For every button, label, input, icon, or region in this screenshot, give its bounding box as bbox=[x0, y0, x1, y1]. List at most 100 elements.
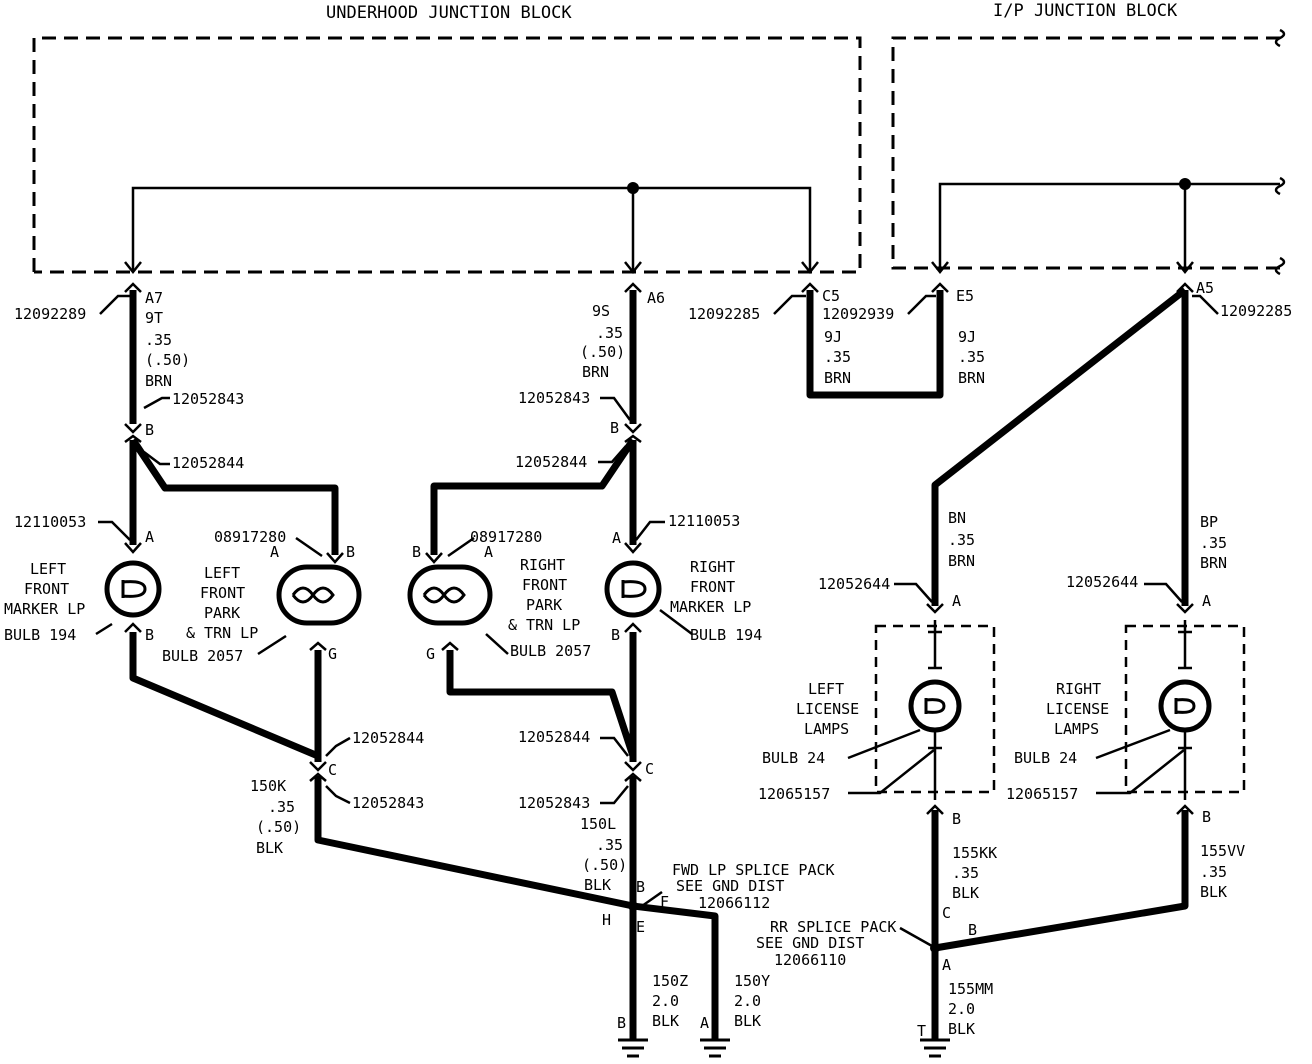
internal-bus-underhood bbox=[131, 186, 812, 270]
svg-text:BLK: BLK bbox=[948, 1020, 975, 1038]
pin-a5: A5 bbox=[1196, 279, 1214, 297]
left-park-lamp bbox=[276, 564, 362, 626]
svg-text:LAMPS: LAMPS bbox=[804, 720, 849, 738]
svg-text:MARKER LP: MARKER LP bbox=[4, 600, 85, 618]
part-12052844-c-left: 12052844 bbox=[352, 729, 424, 747]
wire-155mm: 155MM 2.0 BLK bbox=[948, 980, 993, 1038]
pin-g-left-park: G bbox=[328, 645, 337, 663]
svg-text:BLK: BLK bbox=[652, 1012, 679, 1030]
svg-text:(.50): (.50) bbox=[580, 343, 625, 361]
pin-a-right-park: A bbox=[484, 543, 493, 561]
pin-b-left-marker: B bbox=[145, 626, 154, 644]
svg-text:150Y: 150Y bbox=[734, 972, 770, 990]
svg-text:155VV: 155VV bbox=[1200, 842, 1245, 860]
part-12052843-right: 12052843 bbox=[518, 389, 590, 407]
pin-g-right-park: G bbox=[426, 645, 435, 663]
svg-text:LICENSE: LICENSE bbox=[796, 700, 859, 718]
svg-text:(.50): (.50) bbox=[582, 856, 627, 874]
pin-a-rr: A bbox=[942, 956, 951, 974]
wire-bp: BP .35 BRN bbox=[1200, 513, 1227, 572]
pin-h-splice: H bbox=[602, 911, 611, 929]
svg-text:BRN: BRN bbox=[582, 363, 609, 381]
left-license-label: LEFT LICENSE LAMPS bbox=[796, 680, 859, 738]
svg-text:2.0: 2.0 bbox=[652, 992, 679, 1010]
pin-e-splice: E bbox=[636, 918, 645, 936]
part-12110053-left: 12110053 bbox=[14, 513, 86, 531]
svg-text:.35: .35 bbox=[596, 836, 623, 854]
pin-a-left-park: A bbox=[270, 543, 279, 561]
part-12052844-left: 12052844 bbox=[172, 454, 244, 472]
part-12110053-right: 12110053 bbox=[668, 512, 740, 530]
svg-text:RIGHT: RIGHT bbox=[520, 556, 565, 574]
bulb-24-left: BULB 24 bbox=[762, 749, 825, 767]
svg-text:9J: 9J bbox=[824, 328, 842, 346]
part-08917280-left: 08917280 bbox=[214, 528, 286, 546]
svg-text:PARK: PARK bbox=[526, 596, 562, 614]
pin-a-right-license: A bbox=[1202, 592, 1211, 610]
svg-text:BRN: BRN bbox=[948, 552, 975, 570]
pin-b-splice: B bbox=[636, 878, 645, 896]
right-marker-lamp bbox=[604, 560, 662, 618]
pin-a6: A6 bbox=[647, 289, 665, 307]
part-12092285-c5: 12092285 bbox=[688, 305, 760, 323]
svg-text:RR SPLICE PACK: RR SPLICE PACK bbox=[770, 918, 896, 936]
right-park-label: RIGHT FRONT PARK & TRN LP bbox=[508, 556, 580, 634]
part-12052844-c-right: 12052844 bbox=[518, 728, 590, 746]
pin-c5: C5 bbox=[822, 287, 840, 305]
break-mark-top bbox=[1274, 28, 1286, 48]
left-marker-lamp bbox=[104, 560, 162, 618]
fwd-splice-pack-label: FWD LP SPLICE PACK SEE GND DIST 12066112 bbox=[672, 861, 835, 912]
svg-text:12066112: 12066112 bbox=[698, 894, 770, 912]
svg-text:.35: .35 bbox=[1200, 534, 1227, 552]
svg-text:SEE GND DIST: SEE GND DIST bbox=[676, 877, 784, 895]
svg-text:2.0: 2.0 bbox=[734, 992, 761, 1010]
pin-e5: E5 bbox=[956, 287, 974, 305]
wire-9j-a: 9J .35 BRN bbox=[824, 328, 851, 387]
svg-text:150L: 150L bbox=[580, 815, 616, 833]
pin-c-right: C bbox=[645, 760, 654, 778]
svg-text:LEFT: LEFT bbox=[808, 680, 844, 698]
svg-text:BRN: BRN bbox=[1200, 554, 1227, 572]
svg-text:12066110: 12066110 bbox=[774, 951, 846, 969]
part-12052843-c-left: 12052843 bbox=[352, 794, 424, 812]
svg-text:155KK: 155KK bbox=[952, 844, 997, 862]
pin-b-rr: B bbox=[968, 921, 977, 939]
wire-150z: 150Z 2.0 BLK bbox=[652, 972, 688, 1030]
rr-splice-pack-label: RR SPLICE PACK SEE GND DIST 12066110 bbox=[756, 918, 896, 969]
svg-text:RIGHT: RIGHT bbox=[690, 558, 735, 576]
rr-splice-dot bbox=[930, 943, 940, 953]
pin-a-left-marker: A bbox=[145, 528, 154, 546]
splice-dot-underhood bbox=[627, 182, 639, 194]
svg-text:150Z: 150Z bbox=[652, 972, 688, 990]
svg-text:RIGHT: RIGHT bbox=[1056, 680, 1101, 698]
svg-text:MARKER LP: MARKER LP bbox=[670, 598, 751, 616]
ip-title: I/P JUNCTION BLOCK bbox=[993, 1, 1178, 21]
underhood-junction-block bbox=[32, 36, 862, 274]
wire-155vv: 155VV .35 BLK bbox=[1200, 842, 1245, 901]
svg-text:2.0: 2.0 bbox=[948, 1000, 975, 1018]
svg-text:9T: 9T bbox=[145, 309, 163, 327]
ground-symbols bbox=[618, 1038, 950, 1058]
connector-marks bbox=[124, 261, 1194, 815]
pin-b-left: B bbox=[145, 421, 154, 439]
pin-f-splice: F bbox=[660, 893, 669, 911]
pin-b-right-marker: B bbox=[611, 626, 620, 644]
svg-text:FRONT: FRONT bbox=[690, 578, 735, 596]
pin-b-left-license: B bbox=[952, 810, 961, 828]
underhood-title: UNDERHOOD JUNCTION BLOCK bbox=[326, 3, 572, 23]
part-12092289: 12092289 bbox=[14, 305, 86, 323]
pin-a7: A7 bbox=[145, 289, 163, 307]
svg-text:9S: 9S bbox=[592, 302, 610, 320]
pin-b-right: B bbox=[610, 419, 619, 437]
wire-150y: 150Y 2.0 BLK bbox=[734, 972, 770, 1030]
svg-text:BRN: BRN bbox=[824, 369, 851, 387]
svg-text:BN: BN bbox=[948, 509, 966, 527]
wire-9t: 9T .35 (.50) BRN bbox=[145, 309, 190, 390]
pin-b-right-park: B bbox=[412, 543, 421, 561]
bulb-194-right: BULB 194 bbox=[690, 626, 762, 644]
svg-text:BLK: BLK bbox=[952, 884, 979, 902]
part-12052844-right: 12052844 bbox=[515, 453, 587, 471]
svg-text:BLK: BLK bbox=[1200, 883, 1227, 901]
svg-text:.35: .35 bbox=[824, 348, 851, 366]
left-marker-label: LEFT FRONT MARKER LP bbox=[4, 560, 85, 618]
